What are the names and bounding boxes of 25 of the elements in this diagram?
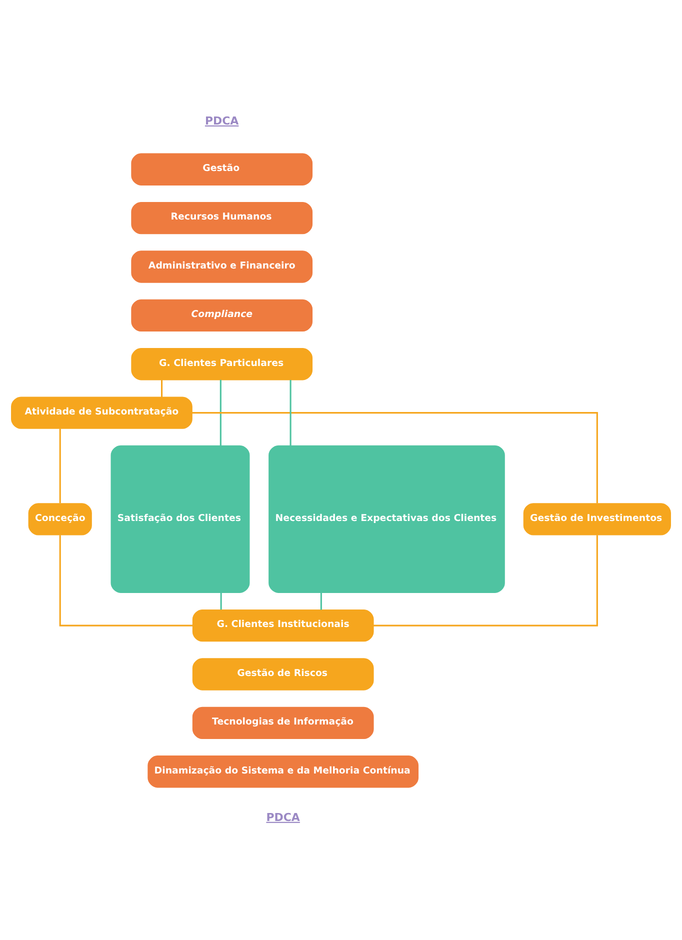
connector: [320, 592, 322, 610]
node-box: Satisfação dos Clientes: [110, 444, 250, 592]
node-box: G. Clientes Institucionais: [192, 608, 374, 642]
node-text: PDCA: [266, 810, 300, 824]
connector: [220, 592, 222, 610]
node-box: Atividade de Subcontratação: [11, 396, 192, 428]
connector: [59, 428, 61, 503]
node-box: Gestão de Investimentos: [523, 502, 671, 535]
connector: [59, 534, 193, 626]
node-box: Gestão de Riscos: [192, 658, 374, 690]
node-box: Conceção: [28, 502, 92, 535]
connector: [161, 380, 163, 396]
node-box: Tecnologias de Informação: [192, 706, 374, 739]
node-box: Gestão: [131, 152, 313, 185]
node-box: G. Clientes Particulares: [131, 348, 313, 380]
node-text: PDCA: [204, 114, 239, 127]
connector: [290, 379, 292, 446]
connector: [192, 412, 598, 503]
node-box: Administrativo e Financeiro: [131, 250, 313, 282]
node-box: Compliance: [131, 298, 313, 332]
node-box: Dinamização do Sistema e da Melhoria Contínua: [148, 755, 419, 788]
connector: [374, 534, 598, 626]
node-box: Necessidades e Expectativas dos Clientes: [268, 444, 505, 592]
connector: [220, 379, 222, 446]
node-box: Recursos Humanos: [131, 201, 313, 234]
